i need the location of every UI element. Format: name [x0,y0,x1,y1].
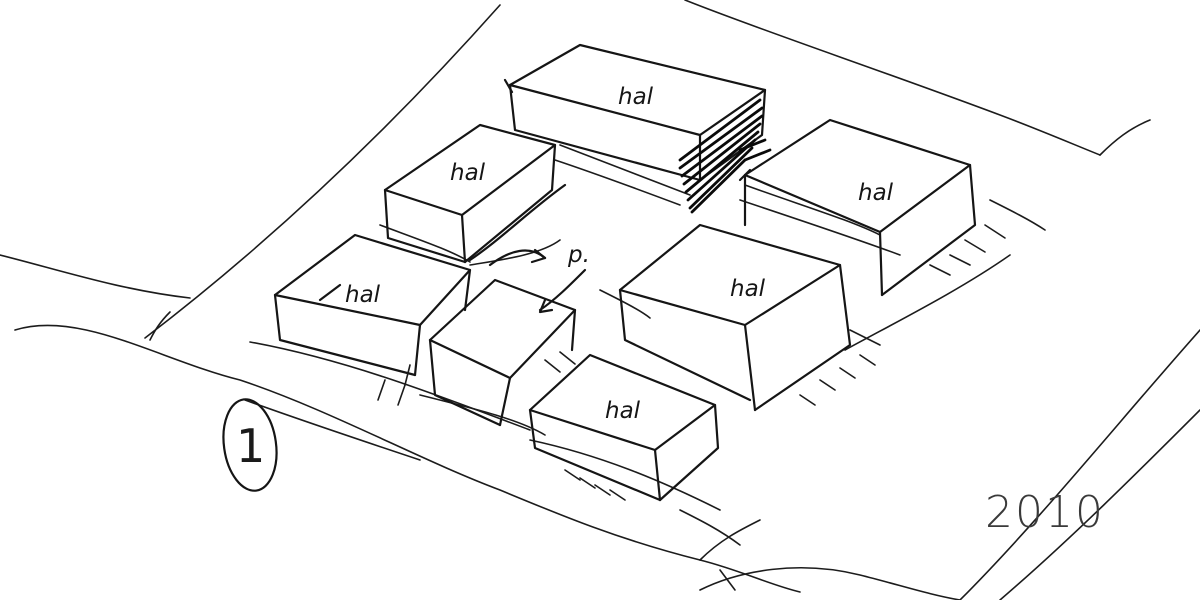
hall-center [618,223,852,412]
hall-front [528,353,720,502]
year-label: 2010 [985,487,1105,538]
ground-lines [379,144,1046,561]
hall-center-ticks [799,354,876,406]
pavilion [428,278,577,427]
hall-left-ticks [377,364,411,406]
hall-upper-left [383,123,567,264]
hall-back-hatching [678,98,772,214]
plaza-label: p. [567,242,590,268]
hall-front-label: hal [605,398,641,424]
plaza-arrows [488,248,587,314]
hall-front-ticks [544,351,626,501]
hall-left [273,233,472,377]
hall-right [738,118,977,297]
hall-center-label: hal [730,276,766,302]
sheet-number: 1 [236,419,265,473]
hall-right-label: hal [858,180,894,206]
sheet-number-circle [222,398,278,492]
hall-right-ticks [929,224,1006,276]
hall-left-label: hal [345,282,381,308]
hall-upper-left-label: hal [450,160,486,186]
hall-back-label: hal [618,84,654,110]
